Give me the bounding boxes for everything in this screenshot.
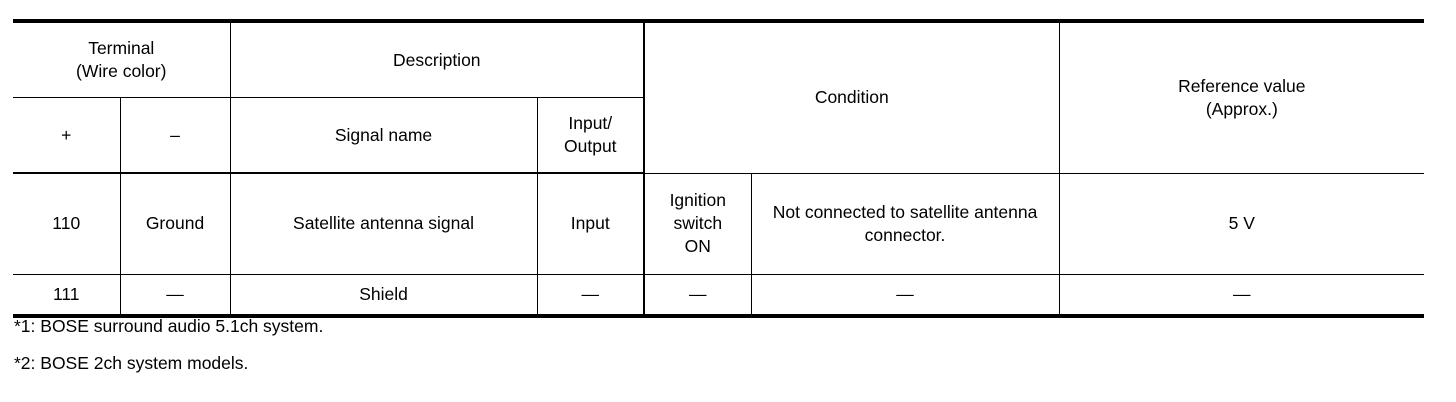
cell-signal-name: Shield bbox=[229, 273, 538, 318]
table-row: 110 Ground Satellite antenna signal Inpu… bbox=[13, 172, 1425, 275]
header-reference-value: Reference value (Approx.) bbox=[1058, 19, 1425, 174]
header-terminal: Terminal (Wire color) bbox=[13, 19, 231, 98]
cell-signal-name: Satellite antenna signal bbox=[229, 172, 538, 275]
table-header-row-2: + – Signal name Input/ Output bbox=[13, 97, 1424, 174]
header-reference-line1: Reference value bbox=[1178, 76, 1306, 96]
header-condition: Condition bbox=[643, 19, 1060, 174]
footnote-2: *2: BOSE 2ch system models. bbox=[14, 352, 249, 373]
cell-reference-value: — bbox=[1058, 273, 1425, 318]
condition-state-line1: Ignition bbox=[669, 190, 726, 211]
header-terminal-minus: – bbox=[119, 97, 231, 174]
header-input-output: Input/ Output bbox=[536, 97, 645, 174]
cell-condition-state: — bbox=[643, 273, 752, 318]
cell-condition-detail: — bbox=[750, 273, 1060, 318]
footnotes: *1: BOSE surround audio 5.1ch system. *2… bbox=[14, 316, 324, 391]
cell-terminal-minus: Ground bbox=[119, 172, 231, 275]
header-terminal-line2: (Wire color) bbox=[76, 61, 167, 81]
condition-state-line3: ON bbox=[684, 235, 711, 256]
header-terminal-line1: Terminal bbox=[88, 38, 155, 59]
terminal-spec-table: Terminal (Wire color) Description Condit… bbox=[13, 19, 1425, 318]
table-header-row-1: Terminal (Wire color) Description Condit… bbox=[13, 19, 1425, 174]
cell-input-output: Input bbox=[536, 172, 645, 275]
cell-terminal-minus: — bbox=[119, 273, 231, 318]
header-description: Description bbox=[229, 19, 645, 98]
cell-condition-state: Ignition switch ON bbox=[643, 172, 752, 275]
cell-terminal-plus: 111 bbox=[13, 273, 121, 318]
table-row: 111 — Shield — — — — bbox=[13, 273, 1425, 318]
condition-state-line2: switch bbox=[673, 213, 723, 234]
header-reference-line2: (Approx.) bbox=[1205, 98, 1278, 119]
header-terminal-plus: + bbox=[13, 97, 121, 174]
cell-reference-value: 5 V bbox=[1058, 172, 1425, 275]
header-input-output-line1: Input/ bbox=[568, 113, 613, 134]
cell-terminal-plus: 110 bbox=[13, 172, 121, 275]
cell-condition-detail: Not connected to satellite antenna conne… bbox=[750, 172, 1060, 275]
cell-input-output: — bbox=[536, 273, 645, 318]
footnote-1: *1: BOSE surround audio 5.1ch system. bbox=[14, 316, 324, 336]
header-signal-name: Signal name bbox=[229, 97, 538, 174]
header-input-output-line2: Output bbox=[564, 136, 617, 156]
